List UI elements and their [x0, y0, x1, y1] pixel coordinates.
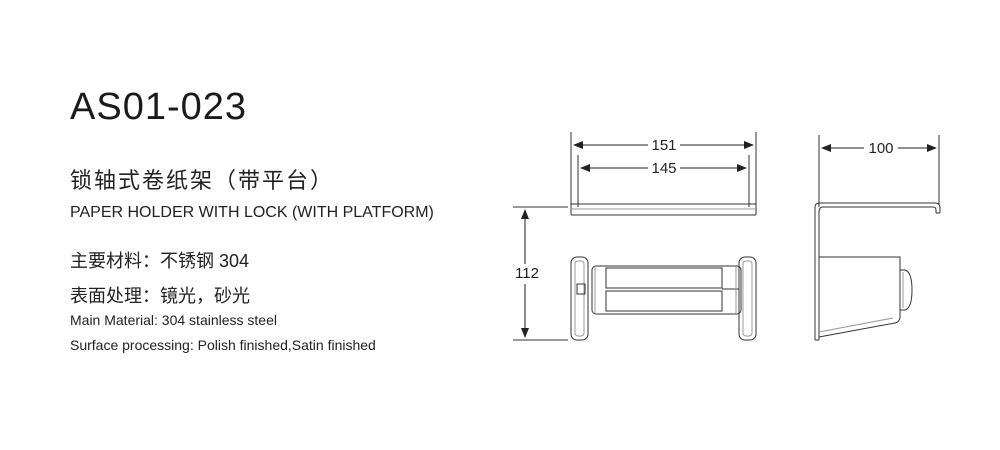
material-cn: 主要材料：不锈钢 304 — [70, 251, 250, 271]
dim-112-label: 112 — [515, 265, 539, 282]
holder-body-inner — [818, 317, 894, 333]
left-bracket — [570, 256, 589, 341]
surface-en: Surface processing: Polish finished,Sati… — [70, 337, 376, 353]
front-view — [513, 132, 757, 341]
roll-upper — [605, 267, 723, 289]
right-bracket — [738, 256, 757, 341]
lock-knob-side — [900, 269, 913, 311]
dim-100-label: 100 — [868, 140, 893, 157]
product-name-en: PAPER HOLDER WITH LOCK (WITH PLATFORM) — [70, 204, 434, 221]
material-en: Main Material: 304 stainless steel — [70, 312, 277, 328]
surface-cn: 表面处理：镜光，砂光 — [70, 286, 250, 306]
lock-knob — [576, 283, 586, 295]
dim-151-label: 151 — [651, 137, 676, 154]
platform-profile-outer — [814, 202, 941, 213]
right-bracket-inner — [742, 260, 753, 337]
product-name-cn: 锁轴式卷纸架（带平台） — [70, 168, 335, 193]
roll-lower — [605, 290, 723, 312]
model-number: AS01-023 — [70, 86, 248, 128]
dimension-height: 112 — [512, 209, 542, 338]
left-bracket-inner — [574, 260, 585, 337]
dimension-depth: 100 — [821, 138, 937, 157]
holder-body-profile — [818, 256, 901, 338]
roll-housing — [591, 265, 742, 315]
dim-145-label: 145 — [651, 160, 676, 177]
dimension-overall-width: 151 — [573, 135, 754, 154]
dimension-inner-width: 145 — [580, 158, 747, 177]
side-view — [814, 135, 941, 341]
platform-profile-inner — [818, 206, 937, 213]
